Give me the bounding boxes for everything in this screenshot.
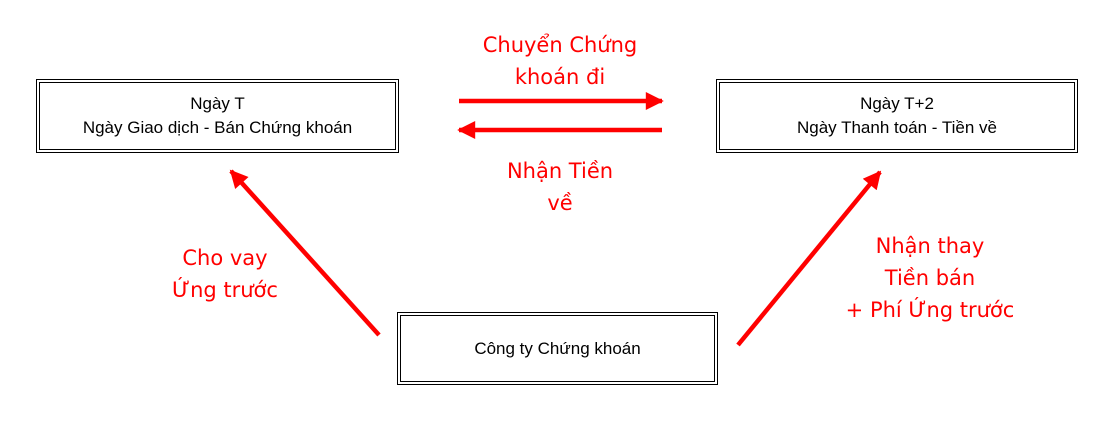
edge-label-receive-money: Nhận Tiền về <box>455 155 665 219</box>
node-securities-company: Công ty Chứng khoán <box>397 312 718 385</box>
edge-label-line: Tiền bán <box>884 266 976 290</box>
edge-label-advance-loan: Cho vay Ứng trước <box>155 242 295 306</box>
node-trade-day-subtitle: Ngày Giao dịch - Bán Chứng khoán <box>82 118 353 137</box>
edge-label-line: Cho vay <box>182 246 268 270</box>
edge-label-line: Nhận Tiền <box>506 159 614 183</box>
node-securities-company-title: Công ty Chứng khoán <box>474 338 641 358</box>
edge-label-line: Nhận thay <box>875 234 985 258</box>
node-settlement-day-title: Ngày T+2 <box>860 94 934 113</box>
edge-label-line: khoán đi <box>514 65 606 89</box>
edge-label-transfer-securities: Chuyển Chứng khoán đi <box>455 29 665 93</box>
edge-label-line: Ứng trước <box>172 278 278 302</box>
edge-label-line: Chuyển Chứng <box>482 33 638 57</box>
edge-label-line: + Phí Ứng trước <box>845 298 1015 322</box>
edge-label-line: về <box>547 191 573 215</box>
node-settlement-day-subtitle: Ngày Thanh toán - Tiền về <box>796 118 998 137</box>
edge-label-collect-proceeds: Nhận thay Tiền bán + Phí Ứng trước <box>820 230 1040 326</box>
node-settlement-day: Ngày T+2 Ngày Thanh toán - Tiền về <box>716 79 1078 153</box>
node-trade-day: Ngày T Ngày Giao dịch - Bán Chứng khoán <box>36 79 399 153</box>
node-trade-day-title: Ngày T <box>190 94 245 113</box>
